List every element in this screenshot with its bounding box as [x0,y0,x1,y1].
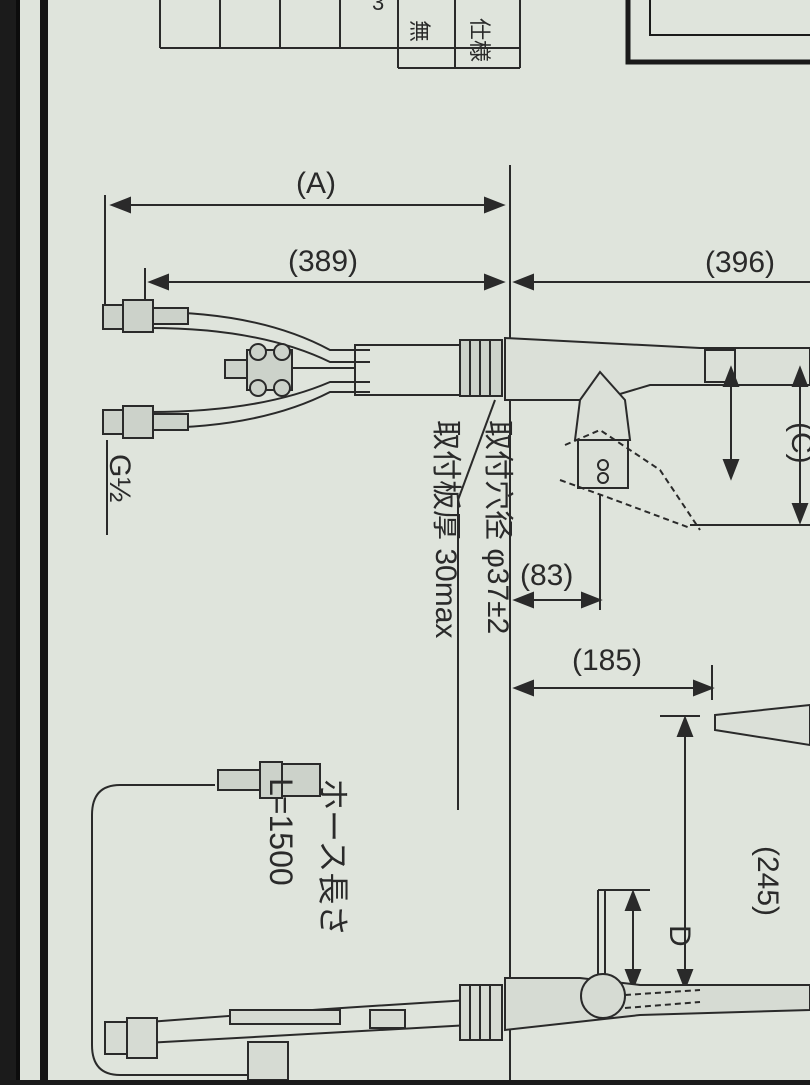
left-frame-line [40,0,48,1080]
mounting-plate-note: 取付板厚 30max [429,420,462,638]
mounting-nut [459,339,503,397]
dimension-A [109,196,506,214]
label-396: (396) [705,246,775,279]
dimension-389 [147,273,810,291]
label-A: (A) [296,167,336,200]
dimension-C [690,365,810,526]
branch-valve [224,343,293,397]
dimension-245 [660,715,700,991]
spec-table-fragment [159,0,521,69]
dimension-D [597,889,650,991]
label-83: (83) [520,559,573,592]
spout-side-view [714,703,810,747]
mounting-hole-note: 取付穴径 φ37±2 [481,420,514,634]
hose-length-title: ホース長さ [315,778,351,936]
dimension-83 [512,495,603,610]
quick-connector [217,761,321,799]
paper-sheet [18,0,810,1080]
label-245: (245) [751,846,784,916]
table-cell-none: 無 [407,20,432,42]
dimension-185 [512,665,715,700]
label-C: (C) [785,422,810,464]
hot-water-fitting [102,299,189,333]
title-box-corner [625,0,810,65]
cold-water-fitting [102,405,189,439]
bottom-assembly [104,973,810,1081]
bottom-dashed [624,989,701,1009]
hose-callout [91,784,260,1076]
pull-out-nozzle-outline [559,428,701,531]
table-cell-3: 3 [372,0,384,15]
label-185: (185) [572,644,642,677]
label-389: (389) [288,245,358,278]
label-D: D [663,925,696,947]
hose-length-value: L=1500 [263,778,299,886]
table-cell-spec: 仕様 [467,18,492,62]
thread-size-label: G½ [103,454,136,502]
